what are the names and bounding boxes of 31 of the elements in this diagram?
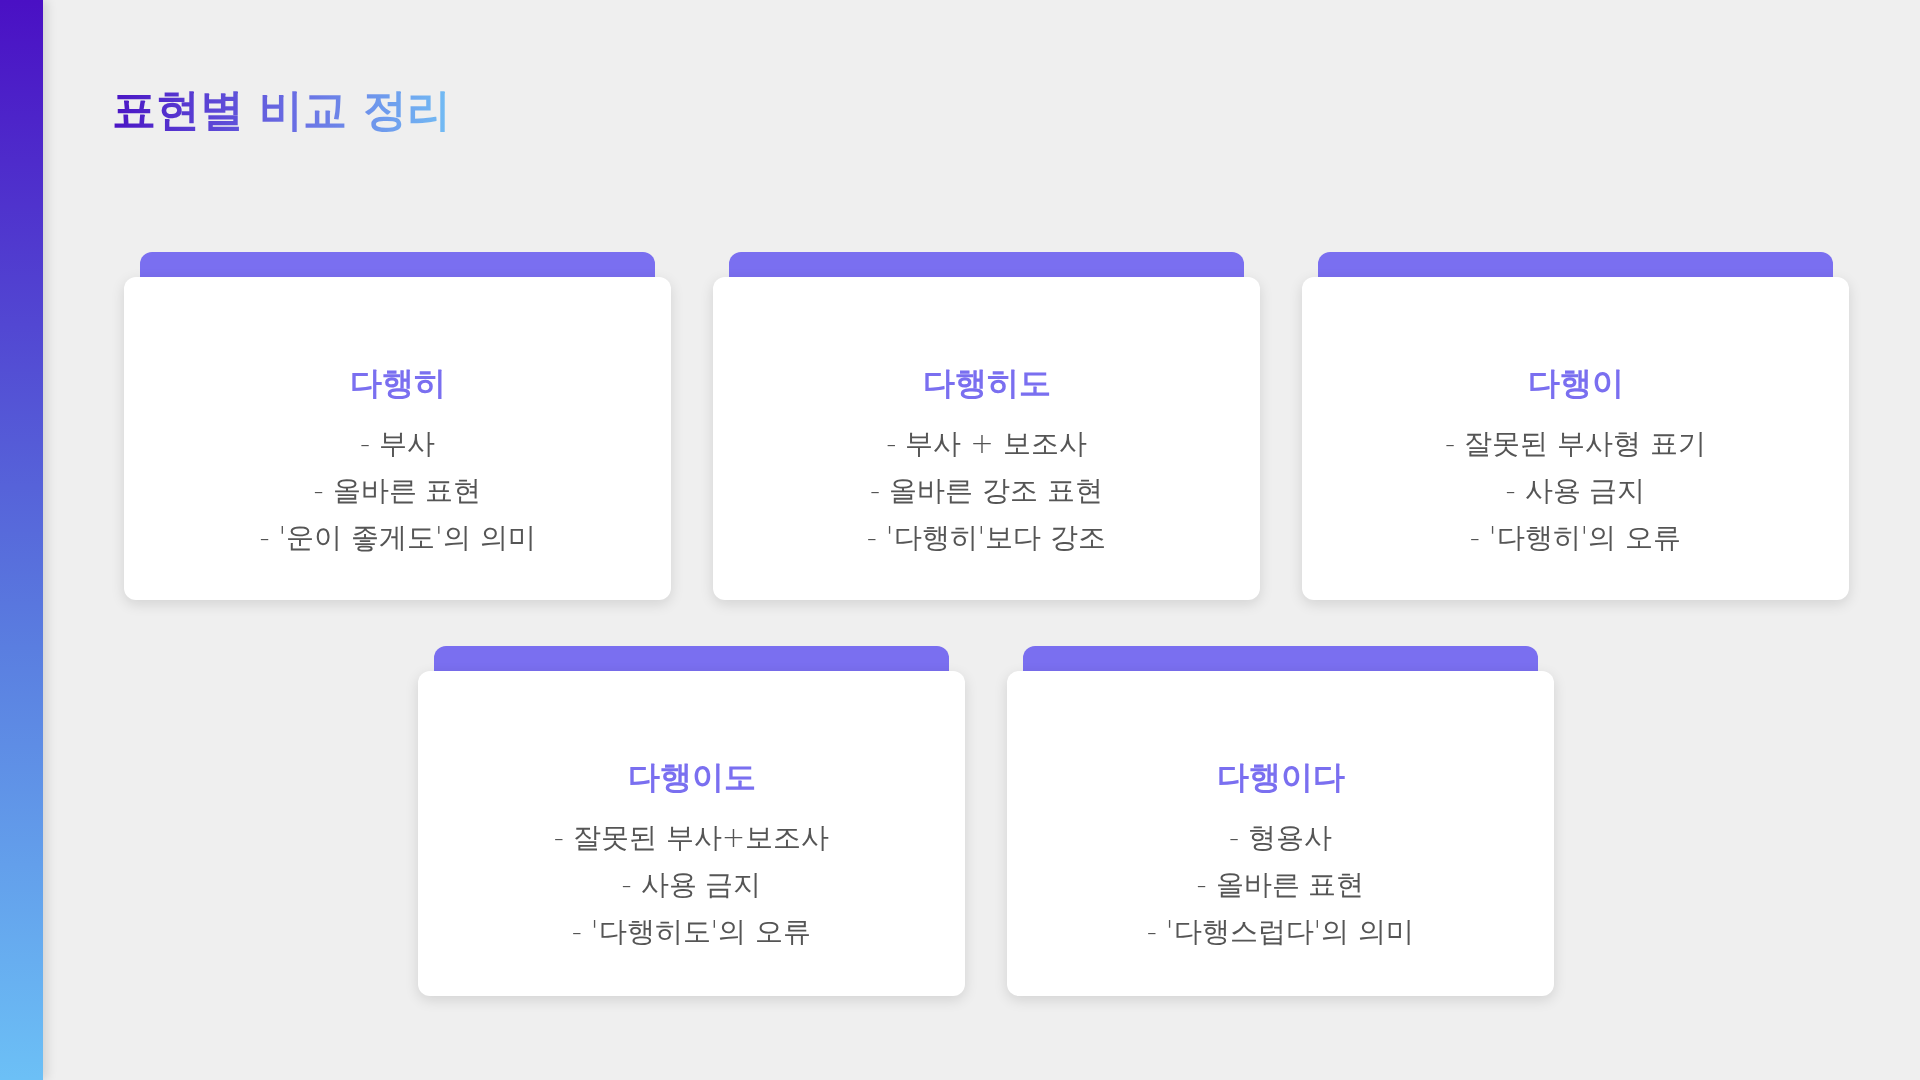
card-tab — [1023, 646, 1538, 671]
card-tab — [729, 252, 1244, 277]
side-bar — [0, 0, 43, 1080]
list-item: - 부사 — [360, 426, 435, 462]
list-item: - 올바른 표현 — [1196, 867, 1365, 903]
list-item: - 잘못된 부사형 표기 — [1445, 426, 1706, 462]
list-item: - '다행히'의 오류 — [1469, 520, 1682, 556]
list-item: - 올바른 표현 — [313, 473, 482, 509]
card-heading: 다행히도 — [922, 363, 1051, 403]
list-item: - 사용 금지 — [621, 867, 762, 903]
card — [713, 277, 1260, 600]
list-item: - '다행히'보다 강조 — [866, 520, 1107, 556]
card-tab — [140, 252, 655, 277]
card — [418, 671, 965, 996]
card-heading: 다행이 — [1527, 363, 1624, 403]
list-item: - 부사 + 보조사 — [886, 426, 1087, 462]
list-item: - 잘못된 부사+보조사 — [553, 820, 830, 856]
list-item: - '다행스럽다'의 의미 — [1146, 914, 1415, 950]
card — [1302, 277, 1849, 600]
card-tab — [1318, 252, 1833, 277]
card-heading: 다행히 — [349, 363, 446, 403]
card-tab — [434, 646, 949, 671]
card-heading: 다행이다 — [1216, 757, 1345, 797]
card-heading: 다행이도 — [627, 757, 756, 797]
list-item: - '다행히도'의 오류 — [571, 914, 812, 950]
list-item: - 사용 금지 — [1505, 473, 1646, 509]
list-item: - 올바른 강조 표현 — [870, 473, 1103, 509]
card — [1007, 671, 1554, 996]
list-item: - '운이 좋게도'의 의미 — [259, 520, 536, 556]
card — [124, 277, 671, 600]
list-item: - 형용사 — [1229, 820, 1332, 856]
